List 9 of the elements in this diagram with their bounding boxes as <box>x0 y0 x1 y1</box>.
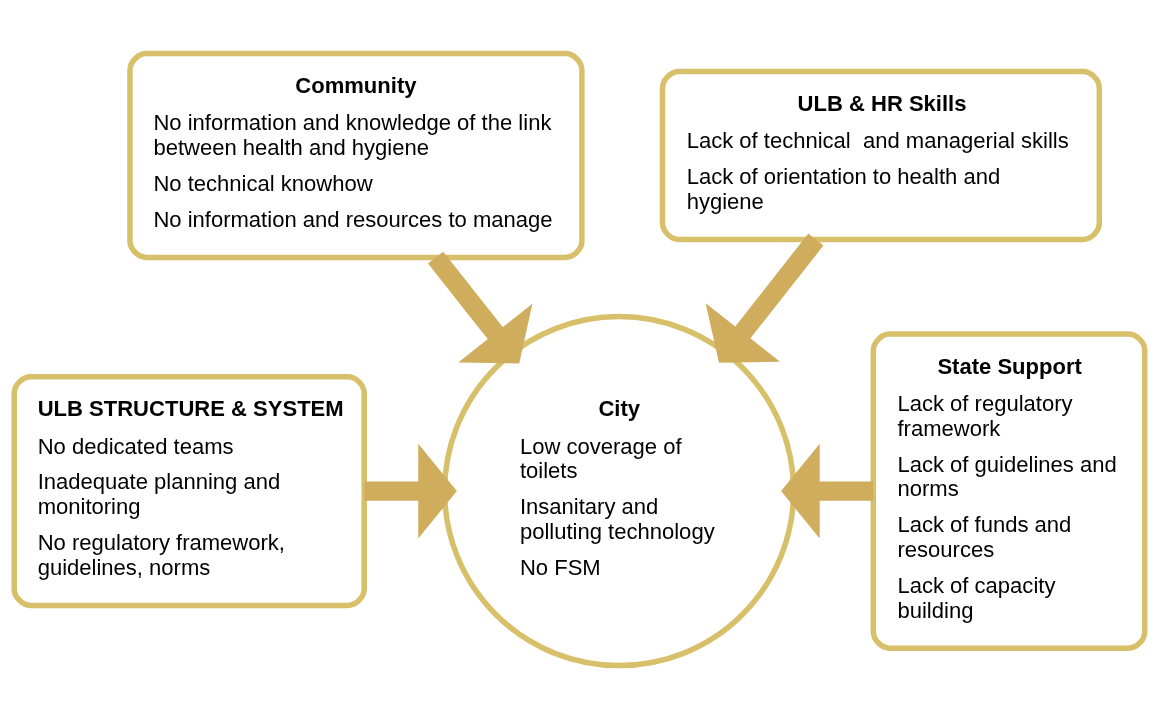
arrow <box>364 443 457 539</box>
node-box: ULB & HR Skills Lack of technical and managerial skills Lack of orientation to health and hygiene <box>659 68 1103 243</box>
node-box: Community No information and knowledge of the link between health and hygiene No technical knowhow No information and resources to manage <box>127 50 585 261</box>
node-box: State Support Lack of regulatory framework Lack of guidelines and norms Lack of funds and resources Lack of capacity building <box>870 331 1148 651</box>
node-circle: City Low coverage of toilets Insanitary and polluting technology No FSM <box>441 313 797 669</box>
arrow <box>781 443 874 539</box>
node-box: ULB STRUCTURE & SYSTEM No dedicated teams Inadequate planning and monitoring No regulatory framework, guidelines, norms <box>11 373 367 609</box>
arrow <box>705 233 824 363</box>
arrow <box>428 251 533 364</box>
